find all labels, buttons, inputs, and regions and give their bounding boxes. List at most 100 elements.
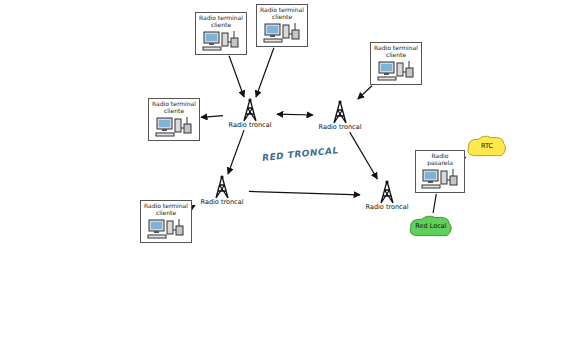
office-photo [35,148,130,300]
computer-icon-part [265,24,280,35]
tower-icon [240,98,260,122]
computer-icon-part [209,43,214,45]
tower-photo-part [468,172,556,290]
tower-photo-part [468,282,556,290]
computer-icon-part [423,170,438,181]
computer-icon-part [179,219,180,226]
office-photo-part [51,233,73,259]
tower-icon-part [244,99,256,121]
blue-pointer-arrows-part [92,93,143,117]
cabinet-photo-part [322,282,364,318]
computer-icon-part [173,229,176,230]
node-label: Radio troncal [196,199,248,206]
cabinet-photo-part [330,262,356,284]
cabinet-photo-part [334,320,356,334]
computer-icon [154,116,194,138]
cabinet-photo-part [364,316,380,342]
office-photo-part [86,228,116,258]
building-photo-part [0,96,44,101]
trunk-radio-tower: Radio troncal [361,180,413,211]
client-terminal-box: Radio terminal cliente [370,42,422,85]
computer-icon-part [162,129,167,131]
computer-icon-part [270,35,275,37]
node-label: Radio terminal cliente [151,101,197,115]
tower-icon-part [334,101,346,123]
computer-icon-part [151,222,162,229]
node-label: Red Local [415,222,446,230]
tower-icon-part [220,175,223,178]
office-photo-part [35,148,65,300]
office-photo-part [78,170,100,198]
computer-icon-part [267,26,278,33]
connector [201,116,223,118]
node-label: RED TRONCAL [262,145,339,163]
ellipse-outline [165,85,427,245]
office-photo-part [35,265,130,300]
building-photo-part [60,55,90,150]
connector [350,132,378,179]
building-photo-part [14,42,16,112]
computer-icon-part [406,68,413,77]
cloud-outline-part [468,136,506,155]
computer-icon-part [292,30,299,39]
computer-icon-part [157,118,172,129]
cabinet-photo [285,253,397,355]
tower-icon-part [381,181,393,203]
computer-icon-part [203,47,221,50]
computer-icon-part [228,41,231,42]
computer-icon-part [231,38,238,47]
computer-icon [262,22,302,44]
node-label: Radio terminal cliente [198,15,244,29]
computer-icon-part [159,120,170,127]
computer-icon-part [184,124,191,133]
cabinet-photo-part [300,266,322,282]
computer-icon-part [289,33,292,34]
client-terminal-box: Radio terminal cliente [195,12,247,55]
tower-icon-part [216,176,228,198]
computer-icon-part [425,172,436,179]
connector [256,48,274,97]
building-photo-part [0,68,90,100]
building-photo-part [40,100,70,150]
tower-photo-part [515,218,555,238]
tower-icon [330,100,350,124]
ellipse-outline-part [167,87,425,243]
tower-icon-part [385,180,388,183]
building-photo-part [0,100,40,150]
computer-icon-part [447,179,450,180]
cloud-outline-part [410,216,451,235]
network-cloud: Red Local [408,214,454,238]
computer-icon-part [175,119,181,132]
connector [433,194,436,213]
building-photo-part [72,70,81,84]
network-ellipse: RED TRONCALRadio troncalRadio troncalRad… [165,85,427,245]
building-photo-part [0,48,90,100]
building-photo [0,35,90,150]
gateway-box: Radio pasarela [415,150,465,193]
office-photo-part [48,252,80,265]
node-label: Radio terminal cliente [259,7,305,21]
computer-icon-part [450,176,457,185]
computer-icon-part [384,73,389,75]
computer-icon-part [379,62,394,73]
connector [465,157,466,159]
cabinet-photo-part [285,253,397,355]
tower-photo-part [472,252,528,272]
computer-icon-part [453,169,454,176]
computer-icon-part [378,77,396,80]
connector [249,191,360,194]
computer-icon-part [264,39,282,42]
blue-pointer-arrows [92,93,377,258]
computer-icon-part [206,34,217,41]
computer-icon [376,60,416,82]
office-photo-part [90,232,112,250]
computer-icon [201,30,241,52]
computer-icon-part [283,25,289,38]
node-label: Radio troncal [361,204,413,211]
node-label: Radio pasarela [418,153,462,167]
computer-icon-part [295,23,296,30]
computer-icon [146,218,186,240]
